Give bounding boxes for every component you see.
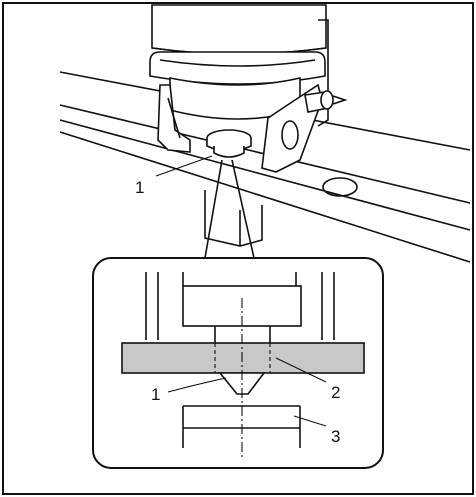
leader-detail-2 xyxy=(275,357,327,383)
support-block xyxy=(204,190,263,247)
clamp-left xyxy=(157,84,191,153)
plate xyxy=(121,342,365,374)
rail-hole xyxy=(322,177,358,197)
callout-top-1: 1 xyxy=(135,178,144,197)
callout-detail-2: 2 xyxy=(331,383,340,402)
leader-detail-3 xyxy=(293,415,327,427)
machine-illustration: 1 xyxy=(59,4,471,263)
clamp-hole xyxy=(281,120,299,150)
detail-view: 1 2 3 xyxy=(92,257,384,469)
leader-detail-1 xyxy=(167,377,227,393)
side-screw xyxy=(304,90,348,113)
callout-detail-1: 1 xyxy=(151,385,160,404)
callout-detail-3: 3 xyxy=(331,427,340,446)
zoom-cone xyxy=(204,159,255,259)
nozzle-tip xyxy=(206,129,252,158)
anvil-block xyxy=(182,405,301,448)
leader-top-1 xyxy=(155,155,213,177)
